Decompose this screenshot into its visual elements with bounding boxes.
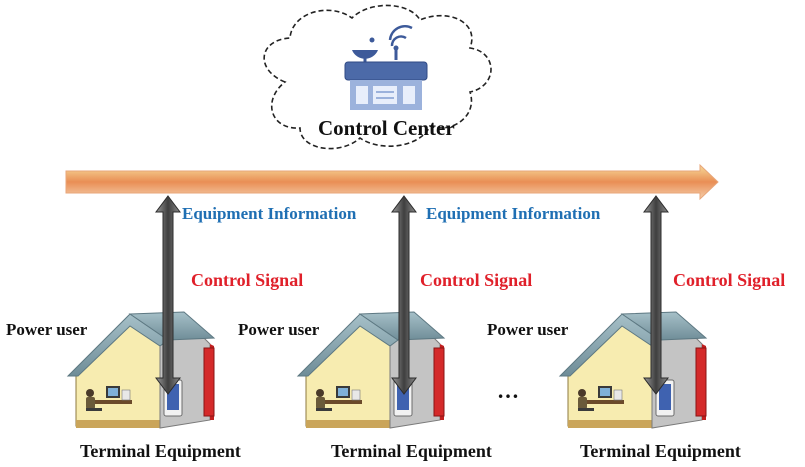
control-center-label: Control Center xyxy=(318,116,455,140)
terminal-equipment-label-1: Terminal Equipment xyxy=(80,441,241,461)
power-user-label-1: Power user xyxy=(6,320,88,339)
control-signal-label-3: Control Signal xyxy=(673,270,786,290)
communication-bus-arrow xyxy=(65,163,719,201)
bidirectional-arrow-1 xyxy=(155,195,181,395)
control-signal-label-1: Control Signal xyxy=(191,270,304,290)
power-user-house-2 xyxy=(296,311,446,429)
power-user-label-3: Power user xyxy=(487,320,569,339)
equipment-info-label-2: Equipment Information xyxy=(426,204,601,223)
control-center-building-icon xyxy=(344,25,428,110)
ellipsis: … xyxy=(497,378,520,403)
bidirectional-arrow-3 xyxy=(643,195,669,395)
control-signal-label-2: Control Signal xyxy=(420,270,533,290)
equipment-info-label-1: Equipment Information xyxy=(182,204,357,223)
bidirectional-arrow-2 xyxy=(391,195,417,395)
power-user-house-1 xyxy=(66,311,216,429)
power-user-label-2: Power user xyxy=(238,320,320,339)
power-user-house-3 xyxy=(558,311,708,429)
terminal-equipment-label-2: Terminal Equipment xyxy=(331,441,492,461)
terminal-equipment-label-3: Terminal Equipment xyxy=(580,441,741,461)
